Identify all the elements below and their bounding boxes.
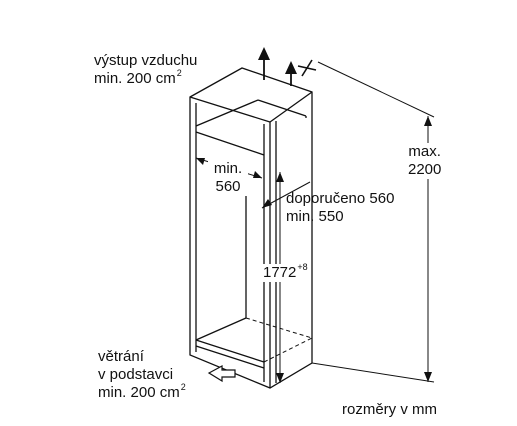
max-height-label: max. 2200 [408, 143, 442, 179]
hidden-edges [245, 317, 313, 363]
plinth-vent-line1: větrání [98, 348, 144, 365]
cabinet-niche-outline [189, 67, 313, 389]
dimension-arrowheads [196, 116, 432, 383]
niche-depth-line2: 560 [215, 178, 241, 195]
niche-height-label: 1772+8 [262, 262, 309, 282]
air-outlet-line2: min. 200 cm [94, 70, 176, 87]
recommended-width-line2: min. 550 [286, 208, 344, 225]
plinth-vent-unit-superscript: 2 [180, 382, 186, 392]
air-outlet-unit-superscript: 2 [176, 68, 182, 78]
air-outlet-line1: výstup vzduchu [94, 52, 198, 69]
niche-height-value: 1772 [263, 264, 297, 281]
recommended-width-label: doporučeno 560 min. 550 [286, 190, 394, 226]
plinth-vent-label: větrání v podstavci min. 200 cm2 [98, 348, 186, 402]
air-outlet-arrows-icon [258, 47, 317, 86]
plinth-vent-line2: v podstavci [98, 366, 174, 383]
recommended-width-line1: doporučeno 560 [286, 190, 395, 207]
plinth-vent-arrow-icon [207, 364, 236, 383]
air-outlet-label: výstup vzduchu min. 200 cm2 [94, 52, 197, 88]
units-note: rozměry v mm [342, 401, 437, 418]
max-height-line2: 2200 [408, 161, 442, 178]
max-height-line1: max. [408, 143, 441, 160]
niche-depth-line1: min. [213, 160, 243, 177]
niche-height-tolerance: +8 [297, 262, 308, 272]
niche-depth-label: min. 560 [208, 160, 248, 196]
plinth-vent-line3: min. 200 cm [98, 384, 180, 401]
